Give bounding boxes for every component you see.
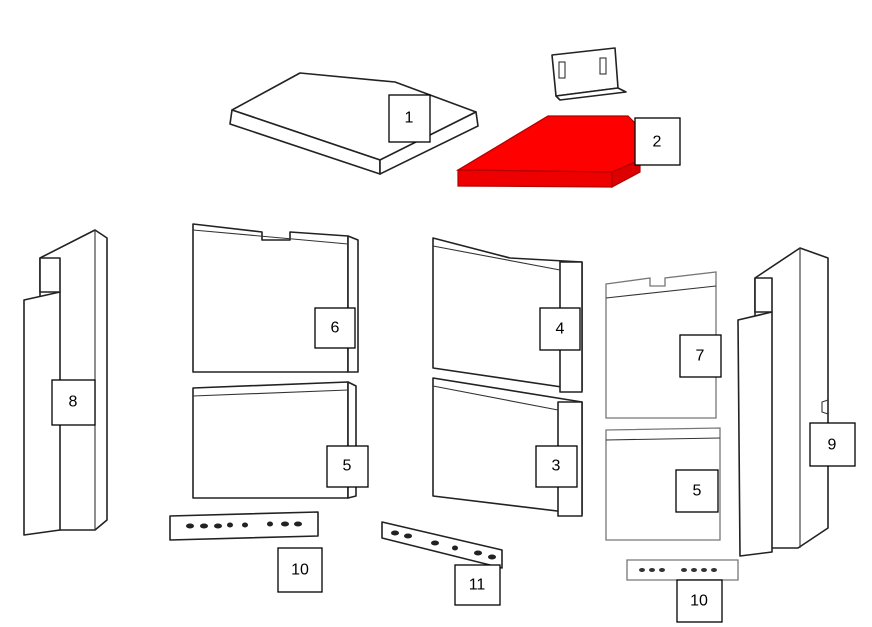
part-2-baffle-highlighted[interactable] [455, 115, 641, 189]
label-11: 11 [454, 564, 501, 606]
label-text: 10 [291, 562, 309, 579]
label-text: 11 [469, 577, 486, 594]
label-text: 10 [690, 593, 708, 610]
part-10-grate-left[interactable] [169, 511, 319, 541]
label-text: 5 [343, 458, 352, 475]
label-text: 2 [653, 134, 662, 151]
label-4: 4 [539, 307, 581, 351]
part-10-grate-right[interactable] [626, 559, 739, 581]
part-7-right-upper[interactable] [605, 271, 717, 419]
label-2: 2 [634, 117, 681, 166]
label-8: 8 [51, 379, 96, 426]
label-3: 3 [535, 445, 578, 488]
label-10-right: 10 [676, 579, 723, 623]
label-10-left: 10 [277, 547, 323, 593]
label-5-left: 5 [326, 445, 369, 488]
label-7: 7 [679, 334, 722, 378]
label-6: 6 [314, 307, 356, 349]
part-9-side-right[interactable] [737, 247, 829, 557]
part-5-rear-left-lower[interactable] [192, 381, 357, 499]
label-text: 5 [693, 483, 702, 500]
label-text: 9 [828, 437, 837, 454]
part-2-bracket[interactable] [551, 47, 627, 101]
label-text: 3 [552, 458, 561, 475]
label-text: 6 [331, 320, 340, 337]
label-text: 4 [556, 321, 565, 338]
part-6-rear-left-upper[interactable] [192, 223, 359, 373]
label-text: 1 [405, 110, 414, 127]
label-text: 8 [69, 394, 78, 411]
part-11-grate-mid[interactable] [381, 521, 503, 569]
part-1-top-plate[interactable] [229, 72, 479, 175]
label-9: 9 [809, 422, 856, 467]
label-5-right: 5 [675, 469, 719, 513]
label-text: 7 [696, 348, 705, 365]
label-1: 1 [388, 94, 431, 143]
